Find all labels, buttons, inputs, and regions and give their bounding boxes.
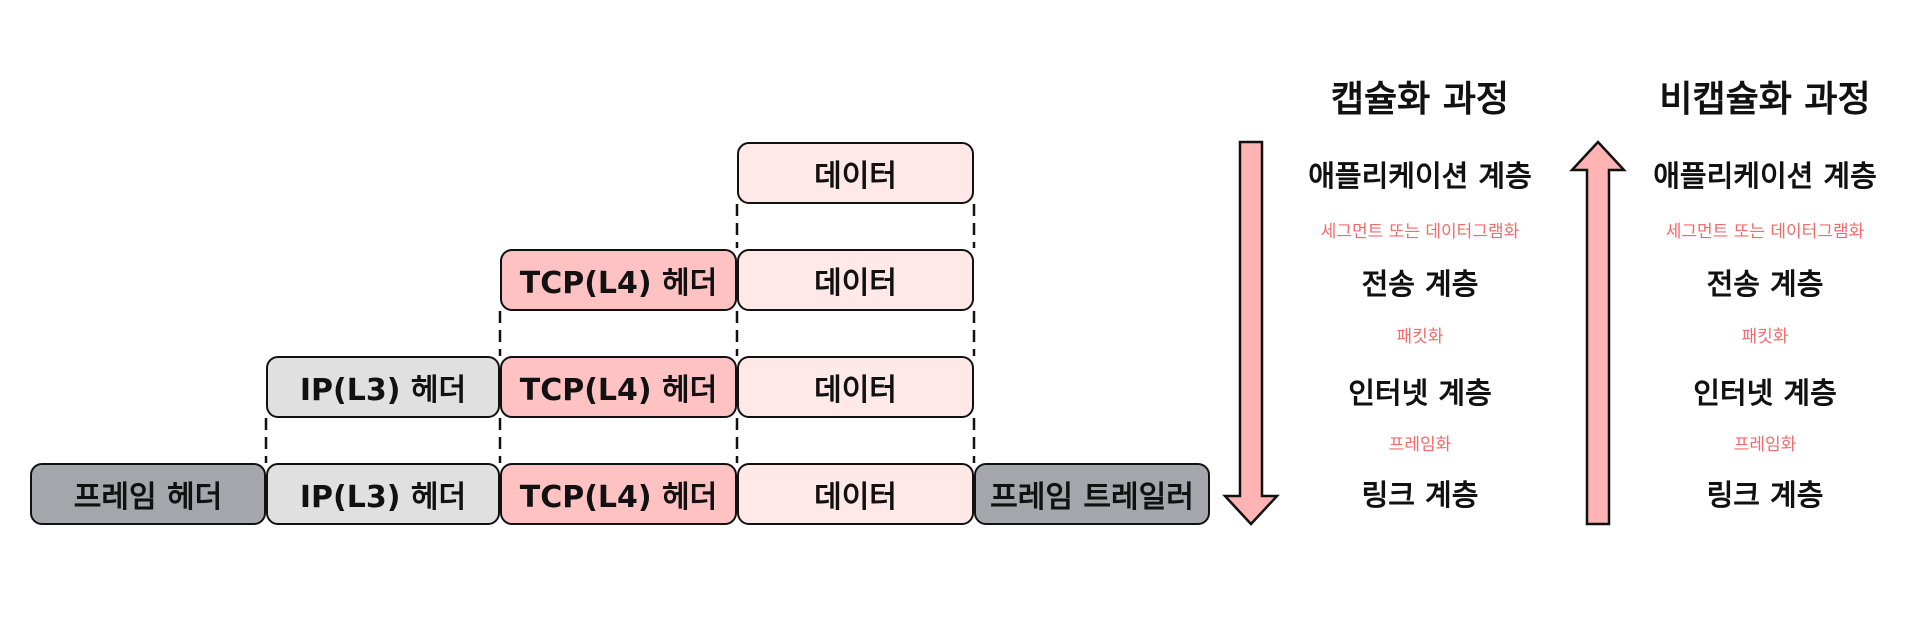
- tcp-header-box: TCP(L4) 헤더: [500, 249, 737, 311]
- encap-layer-application: 애플리케이션 계층: [1308, 159, 1532, 193]
- decap-layer-internet: 인터넷 계층: [1693, 376, 1837, 410]
- data-box: 데이터: [737, 356, 974, 418]
- encapsulation-title: 캡슐화 과정: [1330, 79, 1510, 120]
- decap-pdu-segment: 세그먼트 또는 데이터그램화: [1665, 222, 1865, 242]
- tcp-header-box: TCP(L4) 헤더: [500, 463, 737, 525]
- data-box: 데이터: [737, 142, 974, 204]
- encap-pdu-frame: 프레임화: [1388, 435, 1452, 455]
- down-arrow-icon: [1222, 140, 1280, 526]
- ip-header-box: IP(L3) 헤더: [266, 463, 500, 525]
- decap-layer-transport: 전송 계층: [1706, 267, 1824, 301]
- tcp-header-box: TCP(L4) 헤더: [500, 356, 737, 418]
- encap-layer-internet: 인터넷 계층: [1348, 376, 1492, 410]
- up-arrow-icon: [1569, 140, 1627, 526]
- encap-pdu-segment: 세그먼트 또는 데이터그램화: [1320, 222, 1520, 242]
- decap-layer-link: 링크 계층: [1706, 478, 1824, 512]
- data-box: 데이터: [737, 249, 974, 311]
- data-box: 데이터: [737, 463, 974, 525]
- decapsulation-title: 비캡슐화 과정: [1659, 79, 1871, 120]
- decap-layer-application: 애플리케이션 계층: [1653, 159, 1877, 193]
- frame-trailer-box: 프레임 트레일러: [974, 463, 1210, 525]
- encap-layer-link: 링크 계층: [1361, 478, 1479, 512]
- ip-header-box: IP(L3) 헤더: [266, 356, 500, 418]
- frame-header-box: 프레임 헤더: [30, 463, 266, 525]
- decap-pdu-packet: 패킷화: [1741, 327, 1789, 347]
- encap-pdu-packet: 패킷화: [1396, 327, 1444, 347]
- encap-layer-transport: 전송 계층: [1361, 267, 1479, 301]
- decap-pdu-frame: 프레임화: [1733, 435, 1797, 455]
